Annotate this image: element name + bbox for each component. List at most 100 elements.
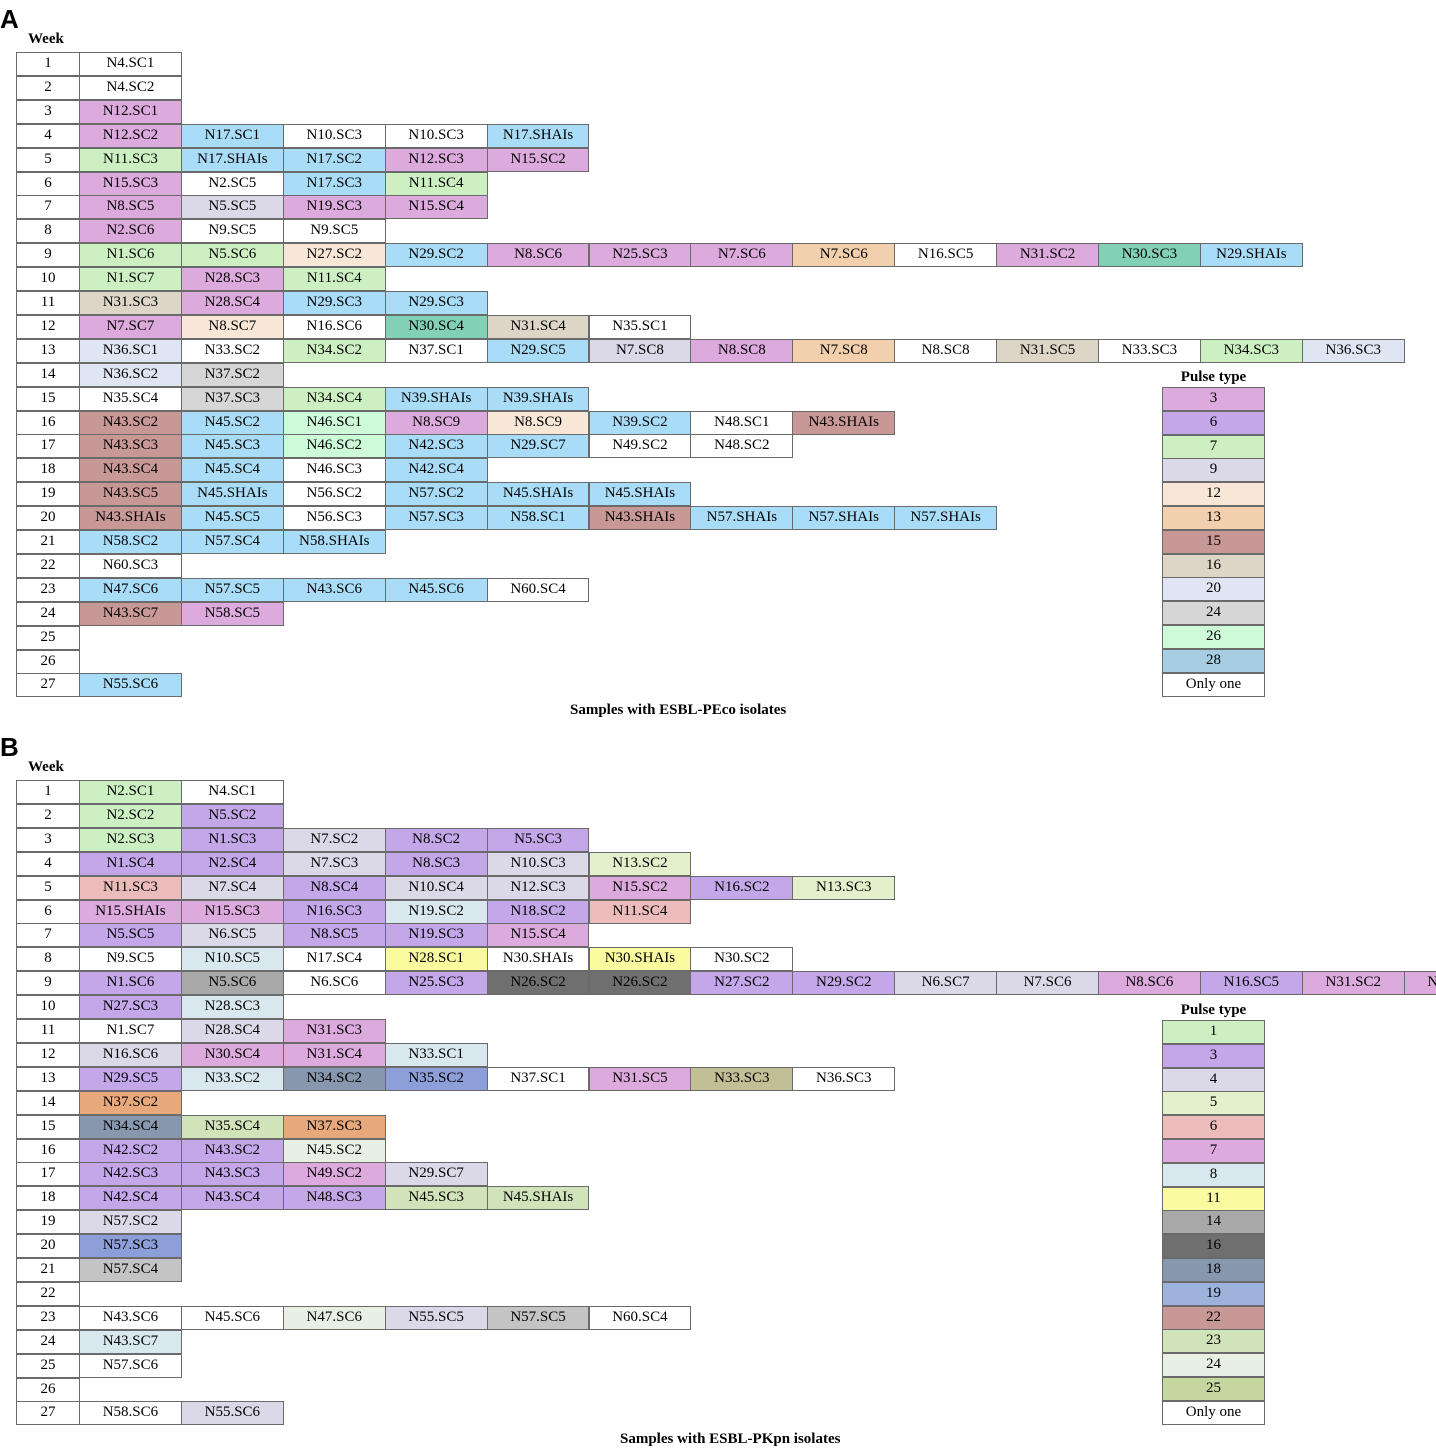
week-cell: 16 — [16, 1138, 80, 1163]
sample-cell: N15.SC3 — [79, 171, 182, 196]
sample-cell: N8.SC9 — [384, 410, 488, 435]
sample-cell: N12.SC2 — [79, 123, 182, 148]
sample-cell: N29.SC3 — [384, 291, 488, 315]
week-cell: 26 — [16, 1377, 80, 1402]
sample-cell: N17.SHAIs — [180, 147, 284, 172]
sample-cell: N16.SC6 — [79, 1042, 182, 1067]
sample-cell: N5.SC6 — [180, 971, 284, 996]
sample-cell: N6.SC6 — [282, 971, 386, 996]
week-cell: 14 — [16, 362, 80, 387]
sample-cell: N33.SC3 — [690, 1066, 794, 1091]
sample-cell: N36.SC1 — [79, 338, 182, 363]
sample-cell: N33.SC3 — [1098, 338, 1201, 363]
week-cell: 12 — [16, 1042, 80, 1067]
sample-cell: N45.SC5 — [180, 506, 284, 531]
sample-cell: N29.SC2 — [384, 243, 488, 268]
sample-cell: N43.SC4 — [180, 1186, 284, 1211]
sample-cell: N29.SC3 — [282, 291, 386, 315]
sample-cell: N47.SC6 — [79, 577, 182, 602]
week-cell: 14 — [16, 1090, 80, 1115]
sample-cell: N7.SC8 — [792, 338, 896, 363]
sample-cell: N57.SC3 — [79, 1234, 182, 1259]
sample-cell: N2.SC4 — [180, 851, 284, 876]
sample-cell: N1.SC4 — [79, 851, 182, 876]
sample-cell: N34.SC4 — [282, 386, 386, 411]
week-cell: 20 — [16, 1234, 80, 1259]
sample-cell: N43.SHAIs — [792, 410, 896, 435]
legend-item: 18 — [1162, 1258, 1265, 1282]
panel-letter: A — [0, 4, 19, 34]
sample-cell: N42.SC3 — [79, 1162, 182, 1187]
sample-cell: N43.SC3 — [180, 1162, 284, 1187]
sample-cell: N10.SC3 — [282, 123, 386, 148]
week-cell: 20 — [16, 506, 80, 531]
legend-item: 11 — [1162, 1186, 1265, 1211]
sample-cell: N57.SC4 — [79, 1258, 182, 1282]
sample-cell: N9.SC5 — [79, 947, 182, 972]
sample-cell: N43.SC2 — [180, 1138, 284, 1163]
sample-cell: N35.SC4 — [79, 386, 182, 411]
week-cell: 7 — [16, 923, 80, 948]
sample-cell: N16.SC3 — [282, 899, 386, 924]
sample-cell: N31.SC4 — [282, 1042, 386, 1067]
sample-cell: N12.SC3 — [486, 875, 590, 900]
sample-cell: N31.SC4 — [486, 314, 590, 339]
week-cell: 5 — [16, 147, 80, 172]
sample-cell: N56.SC3 — [282, 506, 386, 531]
sample-cell: N10.SC5 — [180, 947, 284, 972]
sample-cell: N42.SC4 — [79, 1186, 182, 1211]
legend-item: 14 — [1162, 1210, 1265, 1235]
week-cell: 26 — [16, 649, 80, 674]
sample-cell: N57.SC2 — [79, 1210, 182, 1235]
sample-cell: N28.SC4 — [180, 1019, 284, 1043]
sample-cell: N7.SC3 — [282, 851, 386, 876]
sample-cell: N43.SHAIs — [588, 506, 692, 531]
legend-item: 6 — [1162, 1115, 1265, 1140]
sample-cell: N25.SC3 — [384, 971, 488, 996]
sample-cell: N19.SC2 — [384, 899, 488, 924]
sample-cell: N15.SC2 — [588, 875, 692, 900]
sample-cell: N37.SC1 — [486, 1066, 590, 1091]
sample-cell: N55.SC6 — [180, 1401, 284, 1426]
sample-cell: N33.SC2 — [180, 338, 284, 363]
week-cell: 15 — [16, 386, 80, 411]
sample-cell: N26.SC2 — [486, 971, 590, 996]
panel-caption: Samples with ESBL-PEco isolates — [570, 702, 787, 718]
sample-cell: N33.SC2 — [180, 1066, 284, 1091]
week-cell: 23 — [16, 577, 80, 602]
sample-cell: N42.SC4 — [384, 458, 488, 483]
sample-cell: N7.SC6 — [996, 971, 1099, 996]
sample-cell: N43.SC6 — [282, 577, 386, 602]
week-cell: 18 — [16, 458, 80, 483]
week-cell: 15 — [16, 1114, 80, 1139]
sample-cell: N16.SC2 — [690, 875, 794, 900]
week-cell: 13 — [16, 1066, 80, 1091]
week-cell: 22 — [16, 1281, 80, 1306]
sample-cell: N10.SC4 — [384, 875, 488, 900]
legend-item: 13 — [1162, 506, 1265, 530]
sample-cell: N15.SHAIs — [79, 899, 182, 924]
sample-cell: N45.SHAIs — [588, 482, 692, 507]
panel-caption: Samples with ESBL-PKpn isolates — [620, 1431, 841, 1447]
sample-cell: N17.SHAIs — [486, 123, 590, 148]
sample-cell: N57.SC3 — [384, 506, 488, 531]
sample-cell: N57.SC4 — [180, 530, 284, 554]
week-cell: 8 — [16, 219, 80, 244]
sample-cell: N35.SC4 — [180, 1114, 284, 1139]
week-cell: 2 — [16, 75, 80, 100]
legend-item: 24 — [1162, 601, 1265, 626]
sample-cell: N37.SC3 — [282, 1114, 386, 1139]
week-cell: 11 — [16, 1019, 80, 1043]
week-cell: 1 — [16, 780, 80, 804]
sample-cell: N2.SC3 — [79, 827, 182, 852]
sample-cell: N7.SC6 — [690, 243, 794, 268]
sample-cell: N5.SC5 — [180, 195, 284, 220]
legend-item: 22 — [1162, 1305, 1265, 1330]
sample-cell: N57.SC6 — [79, 1353, 182, 1378]
week-cell: 12 — [16, 314, 80, 339]
sample-cell: N34.SC2 — [282, 1066, 386, 1091]
sample-cell: N58.SHAIs — [282, 530, 386, 554]
sample-cell: N39.SC2 — [588, 410, 692, 435]
sample-cell: N30.SC3 — [1403, 971, 1436, 996]
sample-cell: N55.SC5 — [384, 1305, 488, 1330]
